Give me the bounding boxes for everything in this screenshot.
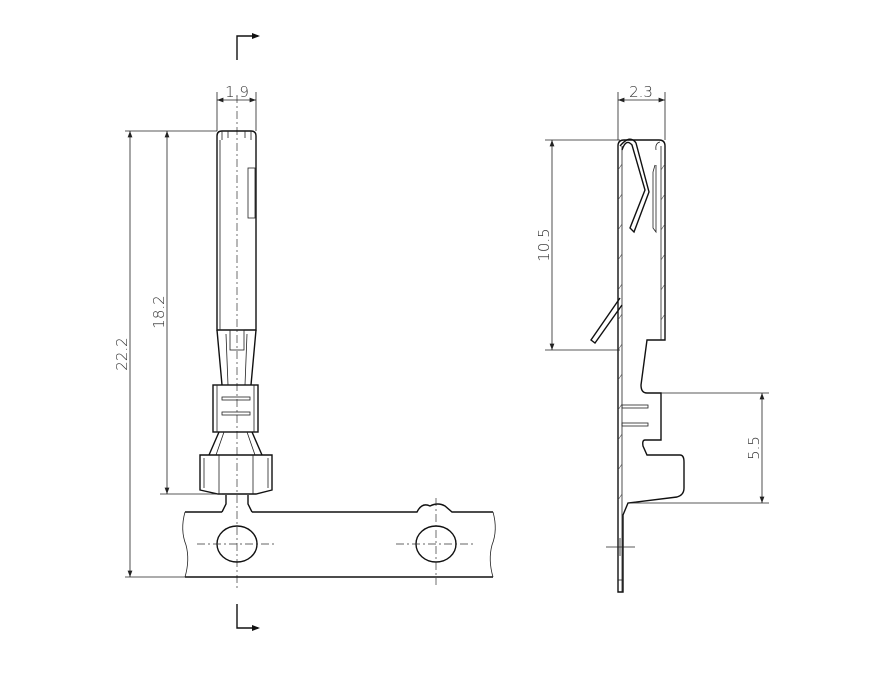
- carrier-strip: [182, 498, 496, 585]
- dim-overall-length-label: 22.2: [113, 337, 131, 370]
- dim-contact-length-label: 10.5: [535, 228, 553, 261]
- dimension-width: 1.9: [216, 83, 257, 131]
- dim-length-to-insulation-label: 18.2: [150, 295, 168, 328]
- contact-section: [590, 138, 685, 593]
- dim-height-label: 2.3: [629, 83, 653, 101]
- section-mark-bottom: [236, 604, 258, 629]
- dimension-length-to-insulation: 18.2: [150, 131, 222, 495]
- dimension-height: 2.3: [617, 83, 666, 140]
- contact-body: [199, 130, 273, 513]
- dimension-overall-length: 22.2: [113, 130, 217, 578]
- dimension-contact-length: 10.5: [535, 139, 620, 351]
- front-view: 1.9 22.2 18.2: [113, 33, 496, 631]
- section-mark-top: [236, 35, 258, 60]
- dim-width-label: 1.9: [225, 83, 249, 101]
- dim-barrel-length-label: 5.5: [745, 436, 763, 460]
- side-view: 2.3 10.5 5.5: [535, 83, 769, 593]
- dimension-barrel-length: 5.5: [628, 392, 769, 504]
